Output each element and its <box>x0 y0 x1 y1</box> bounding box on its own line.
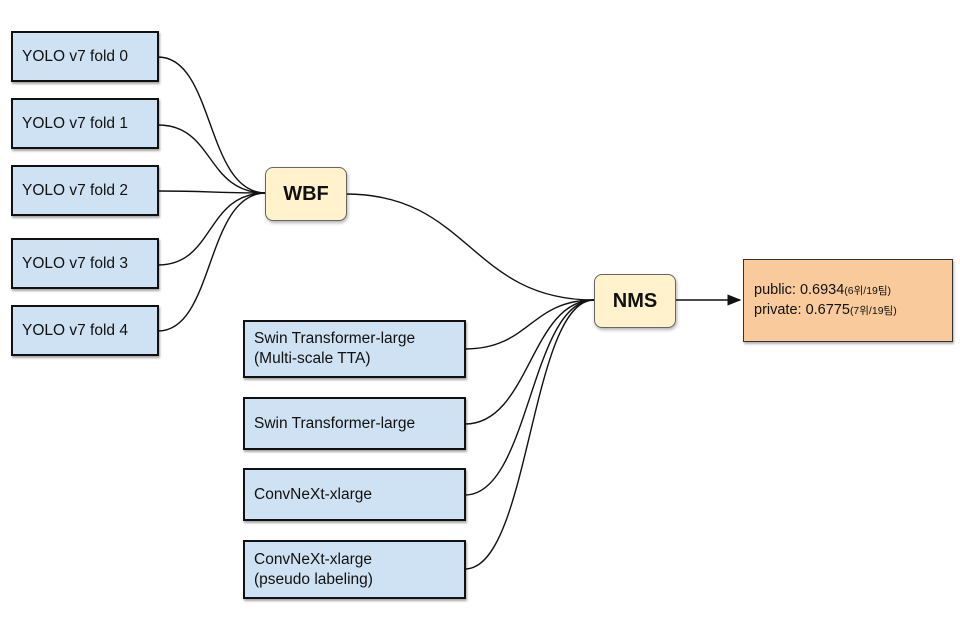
model-label: YOLO v7 fold 0 <box>22 47 128 65</box>
nms-label: NMS <box>612 289 658 312</box>
swin-large-tta-box: Swin Transformer-large (Multi-scale TTA) <box>243 320 466 378</box>
edge-yolo2-wbf <box>157 190 267 194</box>
edge-convnext-nms <box>464 299 595 496</box>
model-label: ConvNeXt-xlarge <box>254 485 373 503</box>
wbf-label: WBF <box>283 182 329 205</box>
model-label-line1: Swin Transformer-large <box>254 330 416 347</box>
model-label-line2: (pseudo labeling) <box>254 570 373 588</box>
public-score: public: 0.6934 <box>754 281 845 298</box>
yolo-fold-1-box: YOLO v7 fold 1 <box>11 98 159 149</box>
edge-swin-nms <box>464 299 595 425</box>
public-rank: (6위/19팀) <box>844 284 892 297</box>
swin-large-box: Swin Transformer-large <box>243 397 466 450</box>
edge-yolo3-wbf <box>157 192 267 266</box>
model-label: YOLO v7 fold 4 <box>22 321 128 339</box>
model-label-line1: ConvNeXt-xlarge <box>254 550 373 568</box>
edge-convnext-pseudo-nms <box>464 299 595 570</box>
private-score: private: 0.6775 <box>754 301 850 318</box>
private-rank: (7위/19팀) <box>849 304 897 317</box>
edge-swin-tta-nms <box>464 299 595 350</box>
public-score-row: public: 0.6934(6위/19팀) <box>754 281 952 301</box>
yolo-fold-0-box: YOLO v7 fold 0 <box>11 31 159 82</box>
edge-yolo0-wbf <box>157 56 267 194</box>
model-label: YOLO v7 fold 2 <box>22 181 128 199</box>
nms-node: NMS <box>594 274 676 328</box>
yolo-fold-2-box: YOLO v7 fold 2 <box>11 165 159 216</box>
edge-wbf-nms <box>345 193 595 301</box>
score-result-box: public: 0.6934(6위/19팀) private: 0.6775(7… <box>743 259 953 342</box>
yolo-fold-3-box: YOLO v7 fold 3 <box>11 238 159 289</box>
convnext-xlarge-box: ConvNeXt-xlarge <box>243 468 466 521</box>
yolo-fold-4-box: YOLO v7 fold 4 <box>11 305 159 356</box>
model-label: YOLO v7 fold 1 <box>22 114 128 132</box>
edge-yolo4-wbf <box>157 192 267 332</box>
private-score-row: private: 0.6775(7위/19팀) <box>754 301 952 321</box>
model-label: YOLO v7 fold 3 <box>22 254 128 272</box>
edge-yolo1-wbf <box>157 124 267 194</box>
convnext-xlarge-pseudo-box: ConvNeXt-xlarge (pseudo labeling) <box>243 540 466 599</box>
wbf-node: WBF <box>265 167 347 221</box>
model-label: Swin Transformer-large <box>254 414 416 432</box>
model-label-line2: (Multi-scale TTA) <box>254 350 371 367</box>
